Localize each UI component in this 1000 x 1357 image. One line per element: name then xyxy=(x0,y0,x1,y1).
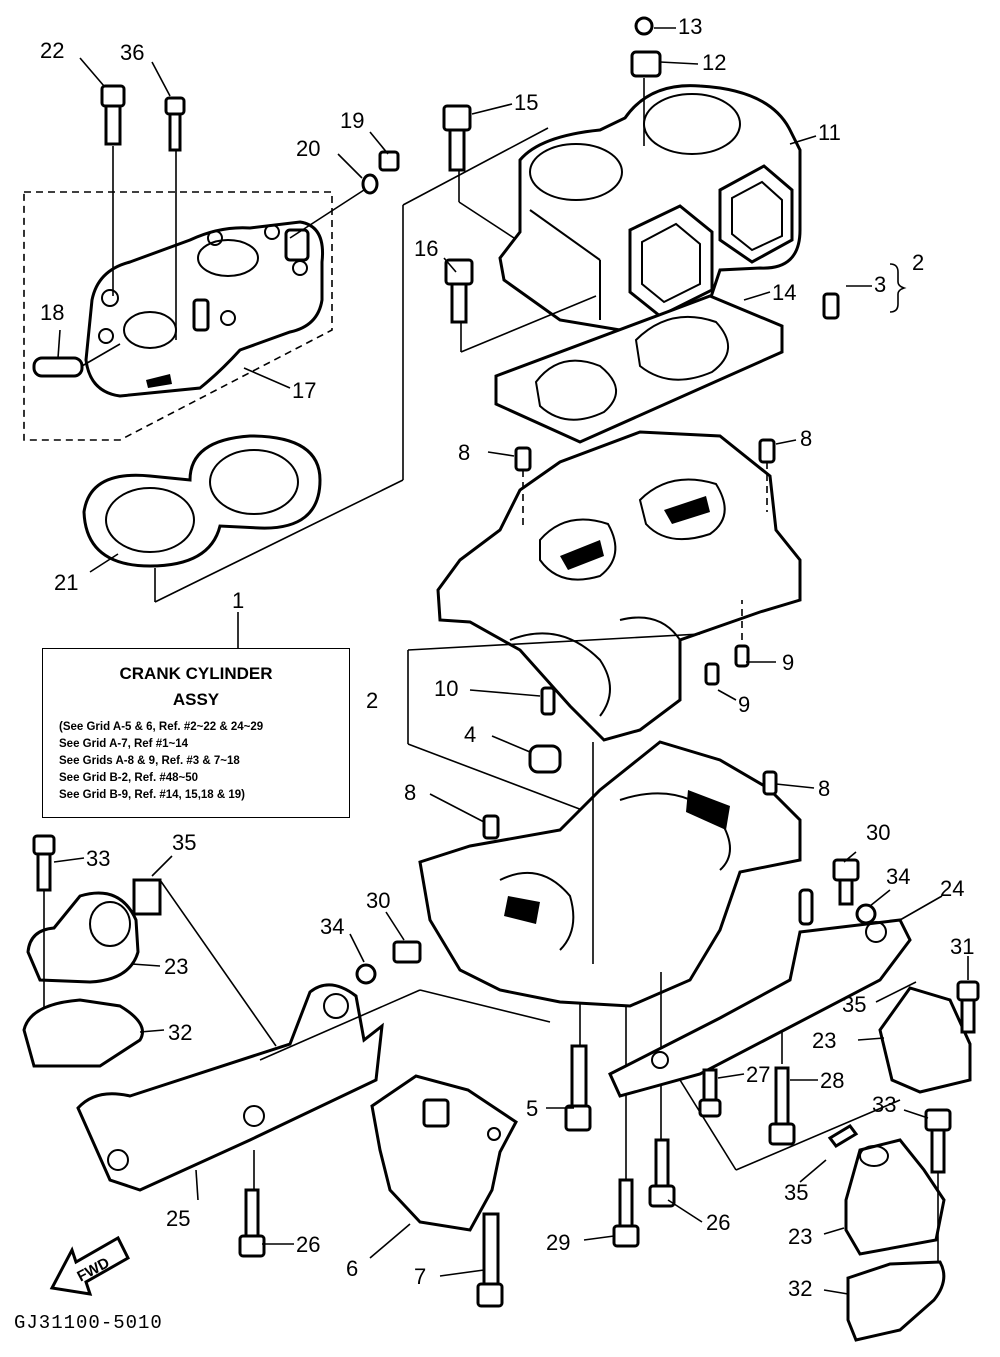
callout-2-top: 2 xyxy=(912,250,924,275)
callout-15: 15 xyxy=(514,90,538,115)
ref-line: See Grid B-9, Ref. #14, 15,18 & 19) xyxy=(59,789,246,801)
left-engine-bracket xyxy=(76,983,384,1192)
callout-18: 18 xyxy=(40,300,64,325)
callout-1: 1 xyxy=(232,588,244,613)
callout-leaders xyxy=(53,27,969,1295)
callout-33-a: 33 xyxy=(86,846,110,871)
callout-17: 17 xyxy=(292,378,316,403)
lower-crankcase xyxy=(418,740,802,1008)
cylinder-head-group xyxy=(23,84,549,603)
right-engine-bracket xyxy=(608,918,912,1098)
callout-31: 31 xyxy=(950,934,974,959)
callout-6: 6 xyxy=(346,1256,358,1281)
callout-30-b: 30 xyxy=(366,888,390,913)
ref-box-title: CRANK CYLINDER xyxy=(119,664,273,683)
callout-24: 24 xyxy=(940,876,964,901)
callout-36: 36 xyxy=(120,40,144,65)
callout-12: 12 xyxy=(702,50,726,75)
ref-box-lines: (See Grid A-5 & 6, Ref. #2~22 & 24~29 Se… xyxy=(59,719,349,804)
callout-7: 7 xyxy=(414,1264,426,1289)
callout-21: 21 xyxy=(54,570,78,595)
callout-8-d: 8 xyxy=(818,776,830,801)
callout-32-b: 32 xyxy=(788,1276,812,1301)
callout-20: 20 xyxy=(296,136,320,161)
ref-line: See Grid A-7, Ref #1~14 xyxy=(59,738,189,750)
callout-9-a: 9 xyxy=(782,650,794,675)
mount-plate xyxy=(22,998,144,1068)
center-engine-mount xyxy=(370,1074,518,1232)
callout-14: 14 xyxy=(772,280,796,305)
callout-35-c: 35 xyxy=(784,1180,808,1205)
crank-cylinder-reference-box: CRANK CYLINDER ASSY (See Grid A-5 & 6, R… xyxy=(42,648,350,818)
callout-13: 13 xyxy=(678,14,702,39)
callout-3: 3 xyxy=(874,272,886,297)
callout-35-a: 35 xyxy=(172,830,196,855)
callout-35-b: 35 xyxy=(842,992,866,1017)
callout-32-a: 32 xyxy=(168,1020,192,1045)
callout-4: 4 xyxy=(464,722,476,747)
mounts-group xyxy=(22,834,980,1342)
drawing-code: GJ31100-5010 xyxy=(14,1312,163,1334)
ref-line: See Grid B-2, Ref. #48~50 xyxy=(59,772,199,784)
callout-34-b: 34 xyxy=(886,864,910,889)
callout-10: 10 xyxy=(434,676,458,701)
upper-crankcase-group xyxy=(407,430,802,817)
cylinder-block-group xyxy=(442,16,840,444)
bracket-2-3 xyxy=(889,263,907,313)
callout-28: 28 xyxy=(820,1068,844,1093)
callout-33-b: 33 xyxy=(872,1092,896,1117)
callout-2-mid: 2 xyxy=(366,688,378,713)
callout-27: 27 xyxy=(746,1062,770,1087)
callout-26-b: 26 xyxy=(706,1210,730,1235)
callout-8-c: 8 xyxy=(404,780,416,805)
callout-numbers: 22 36 13 12 15 11 19 20 16 2 3 14 18 17 … xyxy=(40,14,974,1301)
callout-23-a: 23 xyxy=(164,954,188,979)
callout-11: 11 xyxy=(818,120,841,145)
callout-25: 25 xyxy=(166,1206,190,1231)
callout-22: 22 xyxy=(40,38,64,63)
callout-26-a: 26 xyxy=(296,1232,320,1257)
callout-9-b: 9 xyxy=(738,692,750,717)
forward-arrow: FWD xyxy=(49,1235,130,1296)
ref-box-subtitle: ASSY xyxy=(172,690,220,709)
ref-line: (See Grid A-5 & 6, Ref. #2~22 & 24~29 xyxy=(59,721,264,733)
callout-23-b: 23 xyxy=(812,1028,836,1053)
callout-16: 16 xyxy=(414,236,438,261)
callout-19: 19 xyxy=(340,108,364,133)
callout-23-c: 23 xyxy=(788,1224,812,1249)
callout-34-a: 34 xyxy=(320,914,344,939)
callout-8-b: 8 xyxy=(800,426,812,451)
callout-5: 5 xyxy=(526,1096,538,1121)
callout-29: 29 xyxy=(546,1230,570,1255)
upper-crankcase xyxy=(436,430,802,742)
ref-line: See Grids A-8 & 9, Ref. #3 & 7~18 xyxy=(59,755,240,767)
callout-8-a: 8 xyxy=(458,440,470,465)
callout-30-a: 30 xyxy=(866,820,890,845)
head-gasket xyxy=(82,434,322,568)
cylinder-base-gasket xyxy=(494,294,784,444)
